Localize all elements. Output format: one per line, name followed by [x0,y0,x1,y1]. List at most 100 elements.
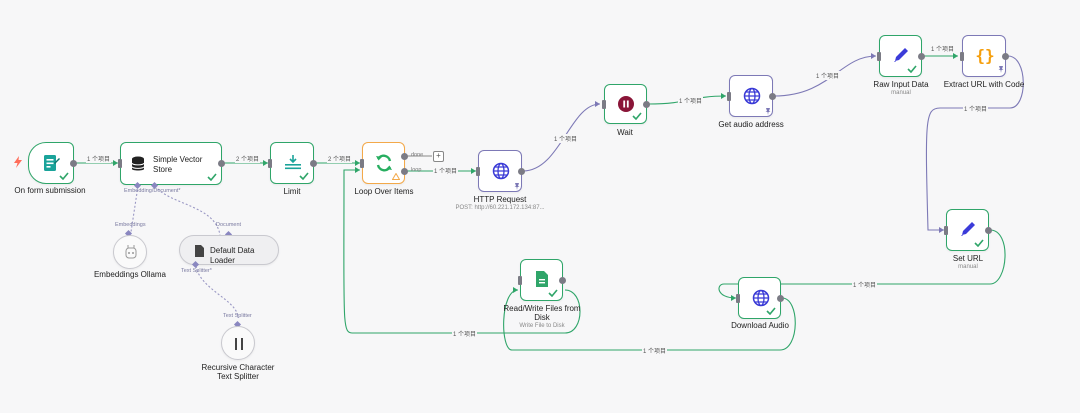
done-output-handle[interactable] [401,153,408,160]
port-label-loop: loop [411,167,422,173]
node-subtitle: POST: http://60.221.172.134:87... [455,205,545,211]
port-label-text-splitter-in: Text Splitter [223,313,252,319]
node-label-line2: Text Splitter [217,372,259,381]
port-label-document: Document [216,222,242,228]
node-set-url[interactable] [944,209,992,251]
node-label: Extract URL with Code [943,80,1025,89]
check-icon [59,172,69,180]
node-recursive-splitter[interactable] [221,326,255,360]
edge-vector-document [154,185,221,236]
node-extract-url[interactable]: {} [960,35,1009,77]
loop-output-handle[interactable] [401,168,408,175]
edge-label: 1 个项目 [553,134,579,143]
node-on-form-submission[interactable] [28,142,77,184]
edge-set-to-download [718,229,1006,299]
edge-label: 1 个项目 [642,346,668,355]
input-handle[interactable] [736,294,740,303]
node-http-request[interactable] [476,150,525,192]
split-icon [231,336,247,352]
add-node-button[interactable]: + [433,151,444,162]
node-label: Embeddings Ollama [93,270,167,279]
node-limit[interactable] [268,142,317,184]
edge-label: 1 个项目 [433,166,459,175]
edge-label: 1 个项目 [852,280,878,289]
port-label-embeddings: Embeddings [115,222,146,228]
node-label: Set URL [952,254,984,263]
node-get-audio-address[interactable] [727,75,776,117]
node-subtitle: manual [958,264,978,270]
node-subtitle: Write File to Disk [519,323,565,329]
edge-label: 1 个项目 [930,44,956,53]
limit-icon [283,152,303,172]
check-icon [207,173,217,181]
file-icon [532,269,552,289]
database-icon [129,155,147,173]
node-simple-vector-store[interactable]: Simple Vector Store [118,142,225,185]
node-label: Limit [283,187,301,196]
code-braces-icon: {} [972,44,998,66]
output-handle[interactable] [310,160,317,167]
check-icon [299,172,309,180]
lightning-icon [14,156,22,168]
node-embeddings-ollama[interactable] [113,235,147,269]
node-loop-over-items[interactable] [360,142,408,184]
globe-icon [490,160,512,182]
check-icon [907,65,917,73]
port-label-done: done [411,152,424,158]
node-label-line1: Recursive Character [201,363,275,372]
robot-icon [122,243,140,261]
input-handle[interactable] [944,226,948,235]
node-read-write-files[interactable] [518,259,566,301]
input-handle[interactable] [476,167,480,176]
input-handle[interactable] [360,159,364,168]
node-default-data-loader[interactable]: Default Data Loader [179,235,279,265]
output-handle[interactable] [518,168,525,175]
output-handle[interactable] [918,53,925,60]
input-handle[interactable] [960,52,964,61]
node-wait[interactable] [602,84,650,124]
refresh-icon [373,152,395,174]
edge-label: 2 个项目 [327,154,353,163]
warning-icon [392,173,400,180]
form-icon [41,153,61,173]
input-handle[interactable] [118,159,122,168]
input-handle[interactable] [518,276,522,285]
edge-extract-to-set [925,55,1024,231]
input-handle[interactable] [727,92,731,101]
globe-icon [741,85,763,107]
edge-label: 1 个项目 [86,154,112,163]
input-handle[interactable] [602,100,606,109]
pencil-icon [958,219,978,239]
edge-label: 1 个项目 [963,104,989,113]
node-download-audio[interactable] [736,277,784,319]
node-label: On form submission [14,186,86,195]
node-label: Download Audio [731,321,789,330]
check-icon [766,307,776,315]
edge-label: 1 个项目 [452,329,478,338]
pin-icon [514,183,520,190]
output-handle[interactable] [777,295,784,302]
node-title-line2: Store [153,165,173,174]
node-raw-input-data[interactable] [877,35,925,77]
output-handle[interactable] [769,93,776,100]
output-handle[interactable] [70,160,77,167]
output-handle[interactable] [643,101,650,108]
node-title: Default Data Loader [210,246,255,265]
edge-label: 2 个项目 [235,154,261,163]
input-handle[interactable] [268,159,272,168]
check-icon [548,289,558,297]
pin-icon [998,66,1004,73]
node-label: Wait [617,128,633,137]
node-label-line2: Disk [534,313,550,322]
output-handle[interactable] [985,227,992,234]
output-handle[interactable] [559,277,566,284]
port-label-text-splitter: Text Splitter* [181,268,212,274]
input-handle[interactable] [877,52,881,61]
output-handle[interactable] [1002,53,1009,60]
file-icon [192,243,206,259]
output-handle[interactable] [218,160,225,167]
node-label: Raw Input Data [873,80,929,89]
check-icon [632,112,642,120]
pencil-icon [891,45,911,65]
